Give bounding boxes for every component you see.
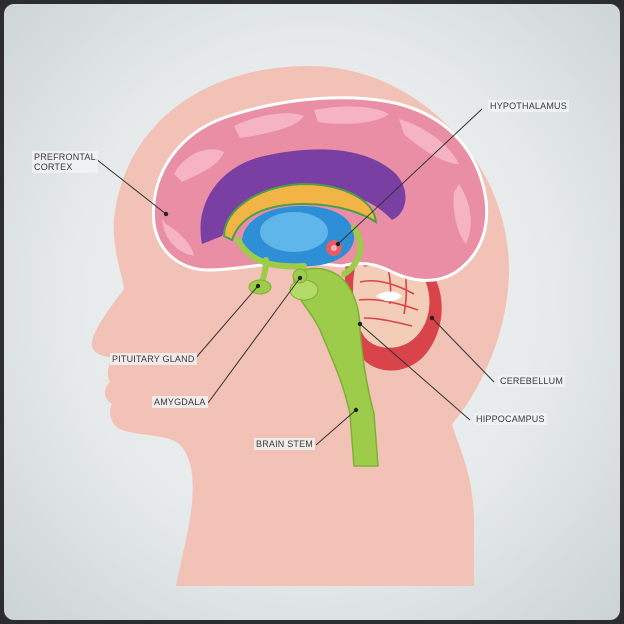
label-cerebellum: CEREBELLUM [498, 375, 566, 387]
pons [289, 279, 319, 301]
label-pituitary-gland: PITUITARY GLAND [110, 353, 197, 365]
cortex-folds [162, 106, 471, 256]
label-prefrontal-cortex: PREFRONTAL CORTEX [32, 151, 98, 173]
corpus-callosum [222, 182, 378, 242]
lateral-ventricle [200, 149, 406, 244]
brain-diagram [91, 66, 509, 586]
label-brain-stem: BRAIN STEM [254, 438, 316, 450]
label-amygdala: AMYGDALA [152, 396, 208, 408]
leader-dots [163, 211, 435, 413]
thalamus [260, 212, 328, 252]
brain-stem-shape [293, 267, 379, 467]
label-prefrontal-line2: CORTEX [34, 162, 73, 172]
label-prefrontal-line1: PREFRONTAL [34, 152, 96, 162]
label-hypothalamus: HYPOTHALAMUS [488, 100, 569, 112]
leader-lines [95, 108, 495, 446]
label-hippocampus: HIPPOCAMPUS [474, 413, 547, 425]
